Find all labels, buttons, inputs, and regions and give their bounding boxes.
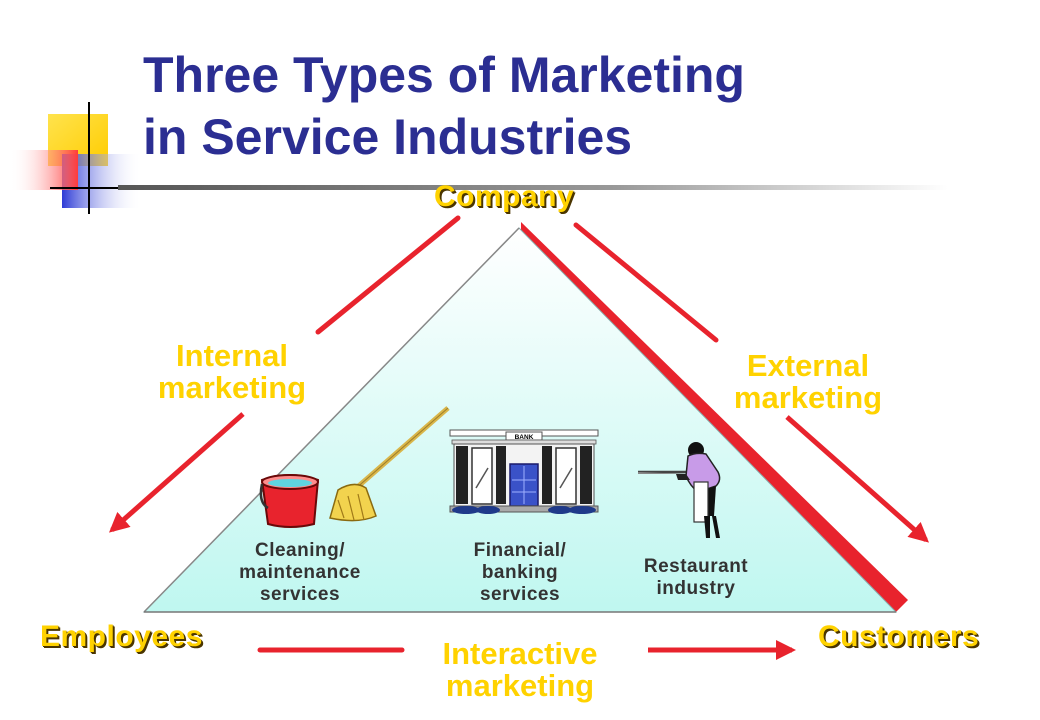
- external-marketing-arrow: [573, 222, 929, 543]
- industry-cleaning-line-3: services: [259, 584, 341, 605]
- page-title: Three Types of Marketing in Service Indu…: [143, 44, 1023, 168]
- internal-marketing-label: Internal marketing: [132, 340, 332, 404]
- title-line-1: Three Types of Marketing: [143, 47, 745, 103]
- title-line-2: in Service Industries: [143, 109, 633, 165]
- bank-building-icon: BANK: [449, 429, 599, 514]
- internal-marketing-arrow: [109, 215, 461, 533]
- logo-decoration: [10, 102, 150, 214]
- internal-marketing-line-2: marketing: [157, 370, 307, 405]
- industry-restaurant-line-1: Restaurant: [643, 556, 749, 577]
- bank-sign-text: BANK: [515, 434, 534, 441]
- title-underline: [118, 185, 948, 190]
- external-marketing-line-2: marketing: [733, 380, 883, 415]
- industry-cleaning-line-1: Cleaning/: [254, 540, 345, 561]
- external-marketing-label: External marketing: [708, 350, 908, 414]
- industry-label-financial: Financial/ banking services: [420, 540, 620, 606]
- interactive-marketing-line-2: marketing: [445, 668, 595, 703]
- industry-label-cleaning: Cleaning/ maintenance services: [200, 540, 400, 606]
- vertex-company: Company: [434, 180, 575, 213]
- industry-restaurant-line-2: industry: [656, 578, 736, 599]
- mop-bucket-icon: [259, 406, 450, 528]
- industry-financial-line-2: banking: [481, 562, 559, 583]
- internal-marketing-line-1: Internal: [176, 338, 288, 373]
- interactive-marketing-label: Interactive marketing: [405, 638, 635, 702]
- vertex-customers: Customers: [818, 620, 980, 653]
- external-marketing-line-1: External: [746, 348, 870, 383]
- vertex-employees: Employees: [40, 620, 203, 653]
- waiter-icon: [638, 442, 721, 538]
- interactive-marketing-line-1: Interactive: [442, 636, 598, 671]
- industry-label-restaurant: Restaurant industry: [596, 556, 796, 600]
- industry-financial-line-1: Financial/: [473, 540, 567, 561]
- industry-financial-line-3: services: [479, 584, 561, 605]
- industry-cleaning-line-2: maintenance: [239, 562, 361, 583]
